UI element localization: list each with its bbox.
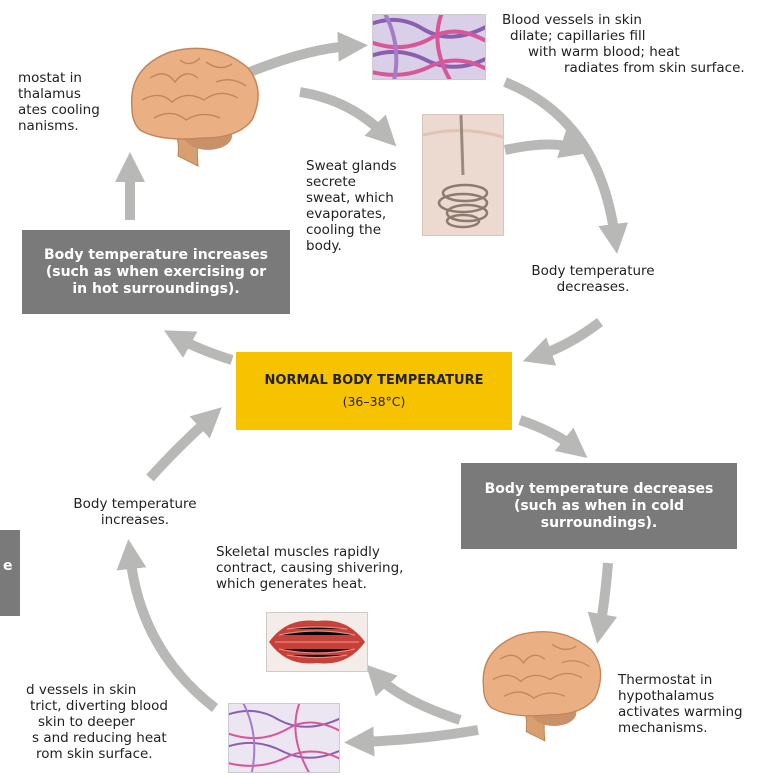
label-line: trict, diverting blood [20,698,168,714]
side-box-text: e [3,558,13,574]
sweat-gland-illustration [422,114,504,236]
label-line: mostat in [18,70,100,86]
arrow-brain-to-muscle [377,676,460,720]
decrease-box-line: Body temperature decreases [461,481,737,498]
brain-illustration-top [120,38,270,178]
label-line: nanisms. [18,118,100,134]
label-line: decreases. [518,279,668,295]
center-range: (36–38°C) [236,394,512,409]
label-temp-decreases: Body temperature decreases. [518,263,668,295]
label-line: body. [306,238,397,254]
label-line: which generates heat. [216,576,403,592]
label-thermostat-warming: Thermostat in hypothalamus activates war… [618,672,743,736]
label-line: secrete [306,174,397,190]
label-line: d vessels in skin [20,682,168,698]
brain-illustration-bottom [472,622,612,752]
label-blood-vessels-dilate: Blood vessels in skin dilate; capillarie… [498,12,758,76]
arrow-center-to-decreasebox [520,420,575,448]
decrease-condition-box: Body temperature decreases (such as when… [461,463,737,549]
label-line: hypothalamus [618,688,743,704]
label-line: skin to deeper [20,714,168,730]
decrease-box-line: (such as when in cold [461,498,737,515]
label-line: radiates from skin surface. [498,60,758,76]
arrow-brain-to-vessels-bottom [360,730,478,742]
label-skeletal-muscles: Skeletal muscles rapidly contract, causi… [216,544,403,592]
label-blood-vessels-constrict: d vessels in skin trict, diverting blood… [20,682,168,762]
label-temp-increases: Body temperature increases. [60,496,210,528]
increase-box-line: Body temperature increases [22,247,290,264]
label-line: mechanisms. [618,720,743,736]
increase-box-line: in hot surroundings). [22,281,290,298]
label-line: rom skin surface. [20,746,168,762]
label-sweat-glands: Sweat glands secrete sweat, which evapor… [306,158,397,254]
increase-condition-box: Body temperature increases (such as when… [22,230,290,314]
arrow-decreasebox-to-brain [600,563,608,628]
label-line: thalamus [18,86,100,102]
blood-vessel-illustration-dilated [372,14,486,80]
label-line: contract, causing shivering, [216,560,403,576]
arrow-brain-to-sweat [300,92,385,135]
arrow-vessels-to-decrease [505,82,615,238]
arrow-increases-to-center [150,418,210,478]
muscle-illustration [266,612,368,672]
increase-box-line: (such as when exercising or [22,264,290,281]
normal-temperature-box: NORMAL BODY TEMPERATURE (36–38°C) [236,352,512,430]
label-line: increases. [60,512,210,528]
label-line: Sweat glands [306,158,397,174]
arrow-sweat-to-right [505,144,575,150]
center-title: NORMAL BODY TEMPERATURE [236,373,512,388]
label-thermostat-cooling: mostat in thalamus ates cooling nanisms. [18,70,100,134]
label-line: sweat, which [306,190,397,206]
label-line: evaporates, [306,206,397,222]
label-line: Body temperature [60,496,210,512]
label-line: cooling the [306,222,397,238]
label-line: activates warming [618,704,743,720]
label-line: ates cooling [18,102,100,118]
label-line: Body temperature [518,263,668,279]
blood-vessel-illustration-constricted [228,703,340,773]
label-line: dilate; capillaries fill [498,28,758,44]
decrease-box-line: surroundings). [461,515,737,532]
side-box-fragment: e [0,530,20,616]
label-line: Blood vessels in skin [498,12,758,28]
arrow-decrease-to-center [538,322,600,356]
label-line: with warm blood; heat [498,44,758,60]
label-line: Thermostat in [618,672,743,688]
label-line: Skeletal muscles rapidly [216,544,403,560]
arrow-center-to-increasebox [178,338,232,360]
label-line: s and reducing heat [20,730,168,746]
